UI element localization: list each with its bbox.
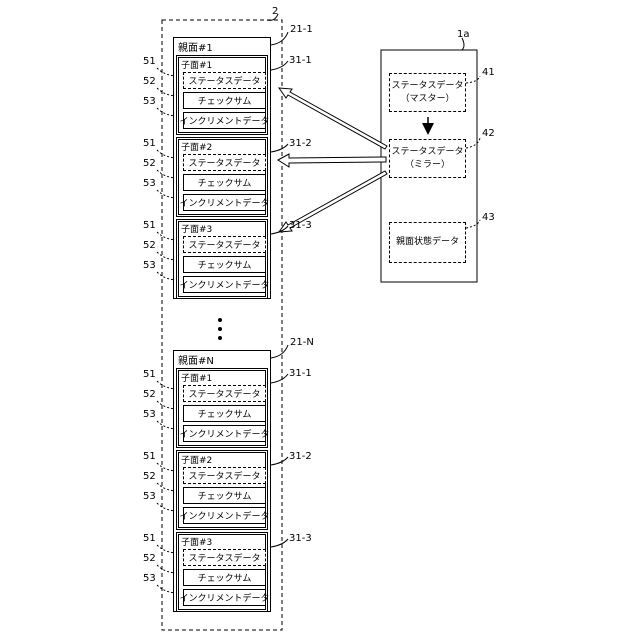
checksum-field: チェックサム (183, 174, 266, 191)
parent-face: 親面#1子面#1ステータスデータチェックサムインクリメントデータ子面#2ステータ… (173, 37, 271, 299)
status-data-master-line2: （マスター） (400, 93, 454, 105)
status-data-master-box: ステータスデータ （マスター） (389, 73, 466, 112)
increment-data-field: インクリメントデータ (183, 425, 266, 442)
checksum-field: チェックサム (183, 256, 266, 273)
field-ref-label: 51 (143, 369, 156, 380)
parent-face-ref: 21-1 (290, 24, 313, 35)
leader-child-ref (271, 457, 288, 465)
field-ref-label: 53 (143, 260, 156, 271)
status-data-field: ステータスデータ (183, 549, 266, 566)
leader-child-ref (271, 539, 288, 547)
status-data-field: ステータスデータ (183, 467, 266, 484)
ellipsis-dot (218, 336, 222, 340)
field-ref-label: 52 (143, 76, 156, 87)
child-face: 子面#2ステータスデータチェックサムインクリメントデータ (176, 137, 268, 217)
increment-data-field: インクリメントデータ (183, 589, 266, 606)
checksum-field: チェックサム (183, 569, 266, 586)
field-ref-label: 51 (143, 138, 156, 149)
child-face-ref: 31-2 (289, 451, 312, 462)
field-ref-label: 51 (143, 220, 156, 231)
parent-face-title: 親面#1 (178, 39, 213, 54)
leader-child-ref (271, 374, 288, 383)
field-ref-label: 51 (143, 533, 156, 544)
parent-face-ref: 21-N (290, 337, 314, 348)
child-face-ref: 31-2 (289, 138, 312, 149)
status-data-master-line1: ステータスデータ (391, 80, 463, 92)
parent-state-data-label: 親面状態データ (396, 236, 459, 248)
field-ref-label: 53 (143, 491, 156, 502)
status-data-field: ステータスデータ (183, 236, 266, 253)
mirror-box-ref: 42 (482, 128, 495, 139)
leader-child-ref (271, 144, 288, 152)
field-ref-label: 52 (143, 389, 156, 400)
child-face-title: 子面#1 (181, 371, 212, 384)
field-ref-label: 52 (143, 158, 156, 169)
child-face-title: 子面#2 (181, 453, 212, 466)
checksum-field: チェックサム (183, 405, 266, 422)
parent-state-data-box: 親面状態データ (389, 222, 466, 263)
field-ref-label: 52 (143, 471, 156, 482)
leader-parent-ref (271, 345, 288, 358)
leader-parent-ref (271, 32, 288, 45)
status-data-field: ステータスデータ (183, 154, 266, 171)
container-ref-label: 2 (272, 6, 278, 17)
child-face: 子面#1ステータスデータチェックサムインクリメントデータ (176, 55, 268, 135)
parent-face: 親面#N子面#1ステータスデータチェックサムインクリメントデータ子面#2ステータ… (173, 350, 271, 612)
child-face-ref: 31-3 (289, 533, 312, 544)
child-face-title: 子面#3 (181, 222, 212, 235)
status-data-field: ステータスデータ (183, 385, 266, 402)
increment-data-field: インクリメントデータ (183, 507, 266, 524)
child-face-title: 子面#1 (181, 58, 212, 71)
child-face-ref: 31-3 (289, 220, 312, 231)
field-ref-label: 53 (143, 573, 156, 584)
child-face: 子面#3ステータスデータチェックサムインクリメントデータ (176, 219, 268, 299)
child-face: 子面#1ステータスデータチェックサムインクリメントデータ (176, 368, 268, 448)
field-ref-label: 51 (143, 451, 156, 462)
child-face-title: 子面#2 (181, 140, 212, 153)
device-ref-label: 1a (457, 29, 470, 40)
status-data-mirror-line1: ステータスデータ (391, 146, 463, 158)
status-data-mirror-box: ステータスデータ （ミラー） (389, 139, 466, 178)
field-ref-label: 51 (143, 56, 156, 67)
parent-state-box-ref: 43 (482, 212, 495, 223)
child-face: 子面#2ステータスデータチェックサムインクリメントデータ (176, 450, 268, 530)
ellipsis-dot (218, 318, 222, 322)
increment-data-field: インクリメントデータ (183, 194, 266, 211)
field-ref-label: 52 (143, 553, 156, 564)
checksum-field: チェックサム (183, 92, 266, 109)
child-face-ref: 31-1 (289, 368, 312, 379)
field-ref-label: 53 (143, 409, 156, 420)
master-box-ref: 41 (482, 67, 495, 78)
field-ref-label: 53 (143, 96, 156, 107)
parent-face-title: 親面#N (178, 352, 214, 367)
child-face-title: 子面#3 (181, 535, 212, 548)
increment-data-field: インクリメントデータ (183, 276, 266, 293)
ellipsis-dot (218, 327, 222, 331)
field-ref-label: 53 (143, 178, 156, 189)
leader-child-ref (271, 61, 288, 70)
increment-data-field: インクリメントデータ (183, 112, 266, 129)
child-face-ref: 31-1 (289, 55, 312, 66)
field-ref-label: 52 (143, 240, 156, 251)
status-data-field: ステータスデータ (183, 72, 266, 89)
child-face: 子面#3ステータスデータチェックサムインクリメントデータ (176, 532, 268, 612)
status-data-mirror-line2: （ミラー） (405, 159, 450, 171)
copy-arrow-child-2 (278, 154, 386, 167)
checksum-field: チェックサム (183, 487, 266, 504)
